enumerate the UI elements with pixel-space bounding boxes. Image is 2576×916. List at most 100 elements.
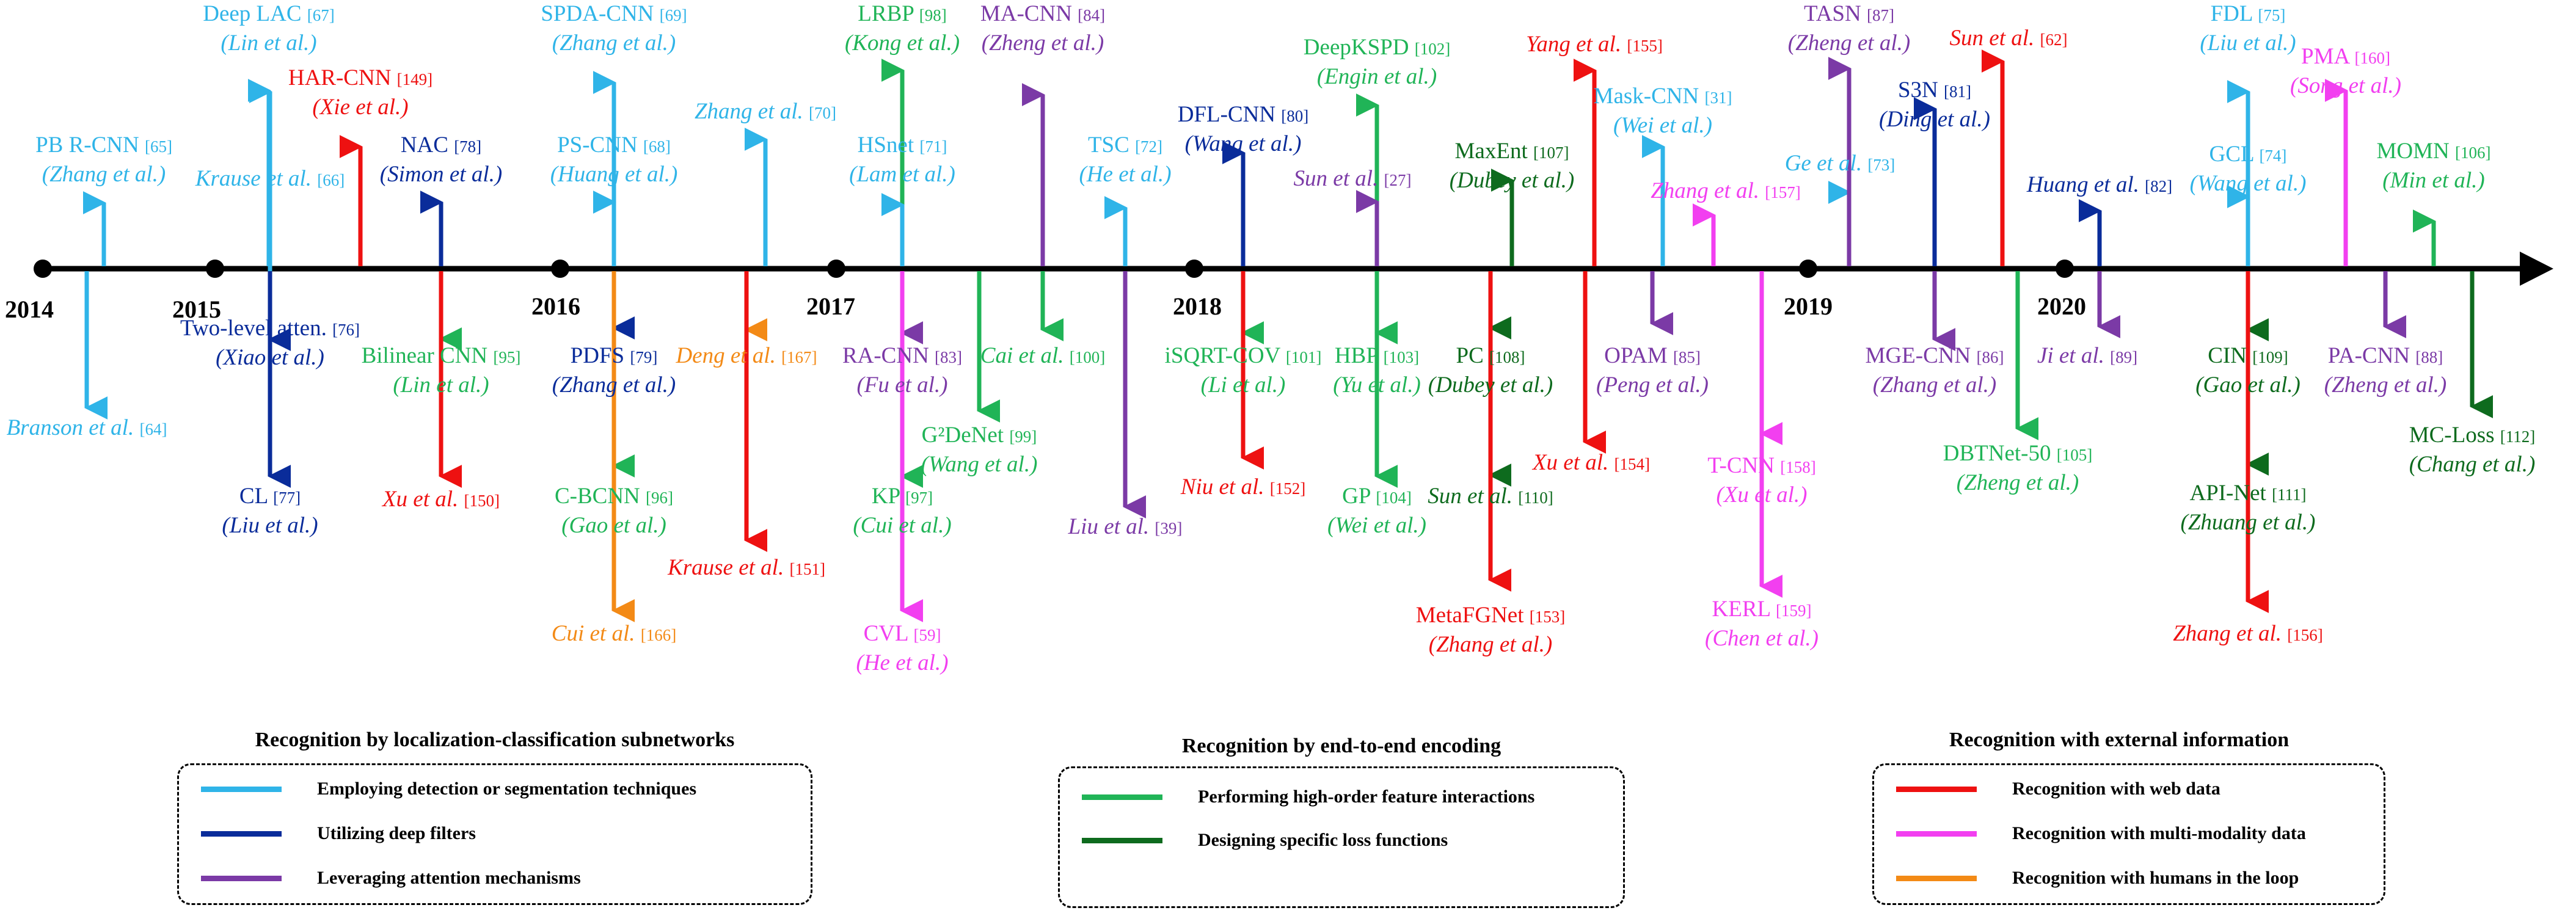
method-name-text: G²DeNet [921, 423, 1004, 448]
method-name: G²DeNet [99] [921, 421, 1038, 451]
method-name: PS-CNN [68] [550, 131, 678, 161]
method-ref: [75] [2258, 6, 2286, 24]
method-name: MaxEnt [107] [1450, 137, 1574, 167]
method-author: (Zhang et al.) [552, 373, 676, 398]
method-name: DeepKSPD [102] [1304, 34, 1450, 63]
method-ref: [65] [144, 137, 172, 156]
method-author-text: Zheng et al. [2332, 373, 2439, 398]
method-name-text: MetaFGNet [1415, 603, 1524, 628]
legend-item-label: Recognition with humans in the loop [2012, 868, 2299, 888]
method-author-text: Krause et al. [195, 166, 312, 191]
method-author: (Wang et al.) [2189, 171, 2307, 196]
method-label: MA-CNN [84](Zheng et al.) [980, 0, 1105, 57]
method-author: (Zhuang et al.) [2180, 510, 2316, 535]
method-author: Cai et al. [100] [980, 342, 1105, 371]
method-label: Huang et al. [82] [2027, 171, 2172, 200]
method-name-text: HSnet [857, 133, 914, 158]
method-label: CIN [109](Gao et al.) [2195, 342, 2301, 399]
method-label: MaxEnt [107](Dubey et al.) [1450, 137, 1574, 195]
method-author-text: Dubey et al. [1457, 168, 1567, 193]
method-author-text: Peng et al. [1604, 373, 1701, 398]
method-name: HAR-CNN [149] [288, 64, 432, 93]
method-author: (Min et al.) [2382, 168, 2485, 193]
method-name-text: GP [1342, 484, 1371, 509]
legend-item-label: Leveraging attention mechanisms [317, 868, 581, 888]
method-label: PS-CNN [68](Huang et al.) [550, 131, 678, 189]
method-ref: [153] [1529, 608, 1566, 626]
legend-swatch [201, 875, 282, 881]
method-author-text: Lin et al. [228, 31, 310, 56]
legend-group-title: Recognition by end-to-end encoding [1181, 735, 1501, 757]
year-marker [827, 260, 845, 278]
method-author-text: Zhang et al. [560, 31, 668, 56]
method-name: CIN [109] [2195, 342, 2301, 371]
method-label: S3N [81](Ding et al.) [1879, 76, 1990, 134]
method-label: Ge et al. [73] [1785, 150, 1896, 179]
method-name-text: PB R-CNN [35, 133, 139, 158]
method-ref: [64] [139, 420, 167, 438]
method-name-text: MGE-CNN [1865, 343, 1971, 368]
method-author: (Wang et al.) [921, 452, 1038, 477]
method-name: DFL-CNN [80] [1178, 101, 1309, 130]
method-author-text: Kong et al. [852, 31, 952, 56]
method-ref: [155] [1627, 37, 1663, 55]
method-name-text: GCL [2209, 142, 2254, 167]
method-author-text: Liu et al. [229, 513, 311, 538]
year-marker [551, 260, 569, 278]
method-author-text: Zhang et al. [560, 373, 668, 398]
method-name: T-CNN [158] [1707, 452, 1815, 481]
legend-item-label: Utilizing deep filters [317, 823, 476, 843]
method-author-text: Branson et al. [6, 415, 134, 440]
legend-swatch [1896, 831, 1977, 837]
method-label: CVL [59](He et al.) [856, 620, 948, 677]
method-name-text: Bilinear CNN [361, 343, 488, 368]
method-name: DBTNet-50 [105] [1943, 440, 2092, 469]
method-name: PC [108] [1428, 342, 1553, 371]
legend-item: Utilizing deep filters [201, 823, 476, 844]
method-author-text: Xie et al. [319, 95, 401, 120]
method-author-text: Huang et al. [558, 162, 670, 187]
method-ref: [88] [2415, 348, 2443, 366]
method-author-text: Cai et al. [980, 343, 1064, 368]
method-ref: [85] [1673, 348, 1701, 366]
method-label: TSC [72](He et al.) [1079, 131, 1171, 189]
legend-item: Recognition with multi-modality data [1896, 823, 2306, 844]
method-name-text: C-BCNN [554, 484, 640, 509]
method-label: HSnet [71](Lam et al.) [849, 131, 955, 189]
method-author-text: Wang et al. [928, 452, 1031, 477]
method-ref: [151] [789, 560, 825, 578]
method-author-text: Wang et al. [1192, 131, 1294, 156]
method-author: (He et al.) [1079, 162, 1172, 187]
method-author: (He et al.) [856, 650, 949, 675]
method-author-text: Zheng et al. [1795, 31, 1903, 56]
method-ref: [159] [1776, 602, 1812, 620]
method-ref: [152] [1269, 479, 1306, 498]
method-author-text: Zheng et al. [989, 31, 1096, 56]
method-author-text: Zhang et al. [1436, 632, 1545, 657]
method-author-text: Zhang et al. [49, 162, 158, 187]
method-author: Yang et al. [155] [1526, 31, 1663, 60]
method-author: (Yu et al.) [1333, 373, 1421, 398]
method-ref: [103] [1383, 348, 1420, 366]
method-name: OPAM [85] [1596, 342, 1709, 371]
method-name-text: LRBP [858, 1, 914, 26]
method-author-text: Fu et al. [864, 373, 941, 398]
method-author-text: Engin et al. [1324, 64, 1429, 89]
method-author: (Zheng et al.) [1787, 31, 1911, 56]
method-author: (Kong et al.) [844, 31, 960, 56]
method-name: CVL [59] [856, 620, 948, 649]
method-ref: [98] [919, 6, 947, 24]
legend-item-label: Recognition with multi-modality data [2012, 823, 2306, 843]
legend-item-label: Employing detection or segmentation tech… [317, 779, 697, 799]
method-name-text: Two-level atten. [180, 316, 327, 341]
method-label: PA-CNN [88](Zheng et al.) [2324, 342, 2446, 399]
method-ref: [106] [2455, 144, 2491, 162]
method-author: Xu et al. [154] [1533, 449, 1650, 478]
method-author: (Huang et al.) [550, 162, 678, 187]
method-author-text: Ge et al. [1784, 151, 1863, 176]
method-label: Branson et al. [64] [7, 414, 167, 443]
method-author: Sun et al. [62] [1950, 24, 2068, 54]
method-author-text: Xu et al. [382, 487, 459, 512]
method-author-text: Wei et al. [1335, 513, 1419, 538]
